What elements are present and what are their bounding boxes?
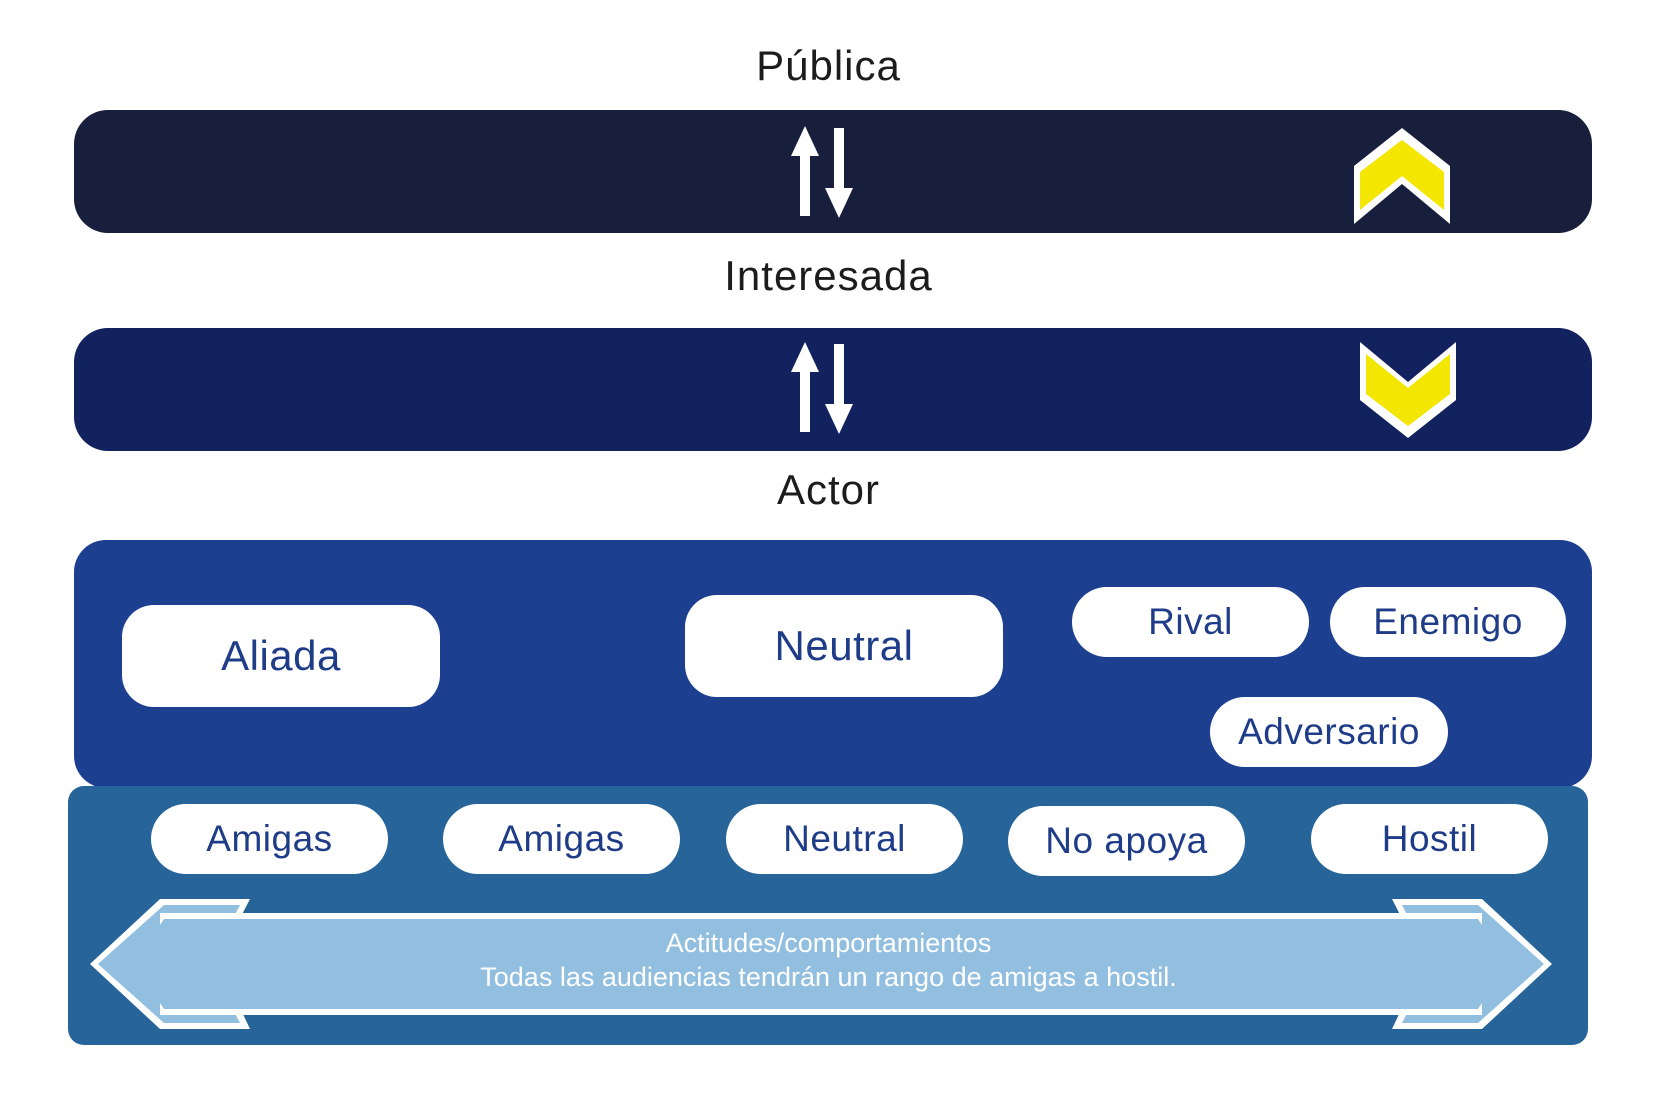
pill-attitude-neutral: Neutral — [726, 804, 963, 874]
chevron-up-icon — [1354, 128, 1450, 224]
pill-aliada: Aliada — [122, 605, 440, 707]
label-publica: Pública — [756, 42, 901, 89]
double-arrow-icon — [90, 899, 1552, 1029]
up-down-arrows-icon — [791, 126, 853, 218]
arrow-text: Todas las audiencias tendrán un rango de… — [480, 962, 1177, 992]
pill-attitude-amigas-2: Amigas — [443, 804, 680, 874]
label-interesada: Interesada — [724, 252, 933, 299]
label-actor: Actor — [776, 466, 881, 513]
arrow-title: Actitudes/comportamientos — [665, 928, 992, 958]
pill-neutral: Neutral — [685, 595, 1003, 697]
pill-adversario: Adversario — [1210, 697, 1448, 767]
pill-enemigo: Enemigo — [1330, 587, 1566, 657]
pill-rival: Rival — [1072, 587, 1309, 657]
chevron-down-icon — [1360, 342, 1456, 438]
pill-attitude-no-apoya: No apoya — [1008, 806, 1245, 876]
pill-attitude-hostil: Hostil — [1311, 804, 1548, 874]
band-publica — [74, 110, 1592, 233]
pill-attitude-amigas-1: Amigas — [151, 804, 388, 874]
band-interesada — [74, 328, 1592, 451]
up-down-arrows-icon — [791, 342, 853, 434]
